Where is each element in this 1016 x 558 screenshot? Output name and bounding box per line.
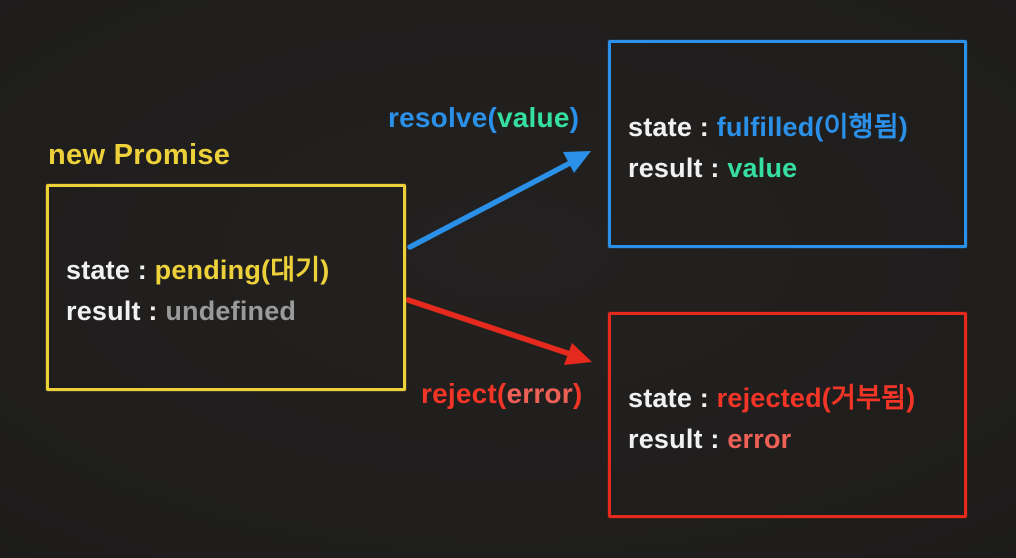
state-value: fulfilled(이행됨) xyxy=(716,111,908,142)
resolve-arrow-label: resolve(value) xyxy=(388,102,579,134)
resolve-arrow xyxy=(407,151,591,250)
fulfilled-state-box: state : fulfilled(이행됨) result : value xyxy=(608,40,967,248)
resolve-label-arg: value xyxy=(497,102,570,133)
reject-label-prefix: reject( xyxy=(421,378,507,409)
pending-result-line: result : undefined xyxy=(66,296,403,327)
state-value: pending(대기) xyxy=(154,255,330,285)
pending-state-line: state : pending(대기) xyxy=(66,248,403,287)
result-label: result : xyxy=(628,423,720,454)
result-value: value xyxy=(727,152,798,183)
result-label: result : xyxy=(66,296,158,326)
resolve-label-prefix: resolve( xyxy=(388,102,497,133)
resolve-arrowhead-icon xyxy=(563,151,591,173)
fulfilled-result-line: result : value xyxy=(628,153,964,184)
new-promise-title: new Promise xyxy=(48,139,231,171)
state-label: state : xyxy=(628,111,709,142)
reject-label-arg: error xyxy=(506,378,573,409)
rejected-state-line: state : rejected(거부됨) xyxy=(628,376,964,415)
pending-state-box: state : pending(대기) result : undefined xyxy=(46,184,406,391)
result-label: result : xyxy=(628,152,720,183)
reject-arrow xyxy=(405,297,592,365)
fulfilled-state-line: state : fulfilled(이행됨) xyxy=(628,105,964,144)
state-label: state : xyxy=(66,255,147,285)
state-label: state : xyxy=(628,382,709,413)
reject-arrow-label: reject(error) xyxy=(421,378,582,410)
rejected-result-line: result : error xyxy=(628,424,964,455)
result-value: error xyxy=(727,423,792,454)
resolve-label-suffix: ) xyxy=(569,102,580,133)
result-value: undefined xyxy=(165,296,297,326)
reject-label-suffix: ) xyxy=(572,378,583,409)
rejected-state-box: state : rejected(거부됨) result : error xyxy=(608,312,967,518)
state-value: rejected(거부됨) xyxy=(716,382,916,413)
reject-arrowhead-icon xyxy=(564,343,592,365)
